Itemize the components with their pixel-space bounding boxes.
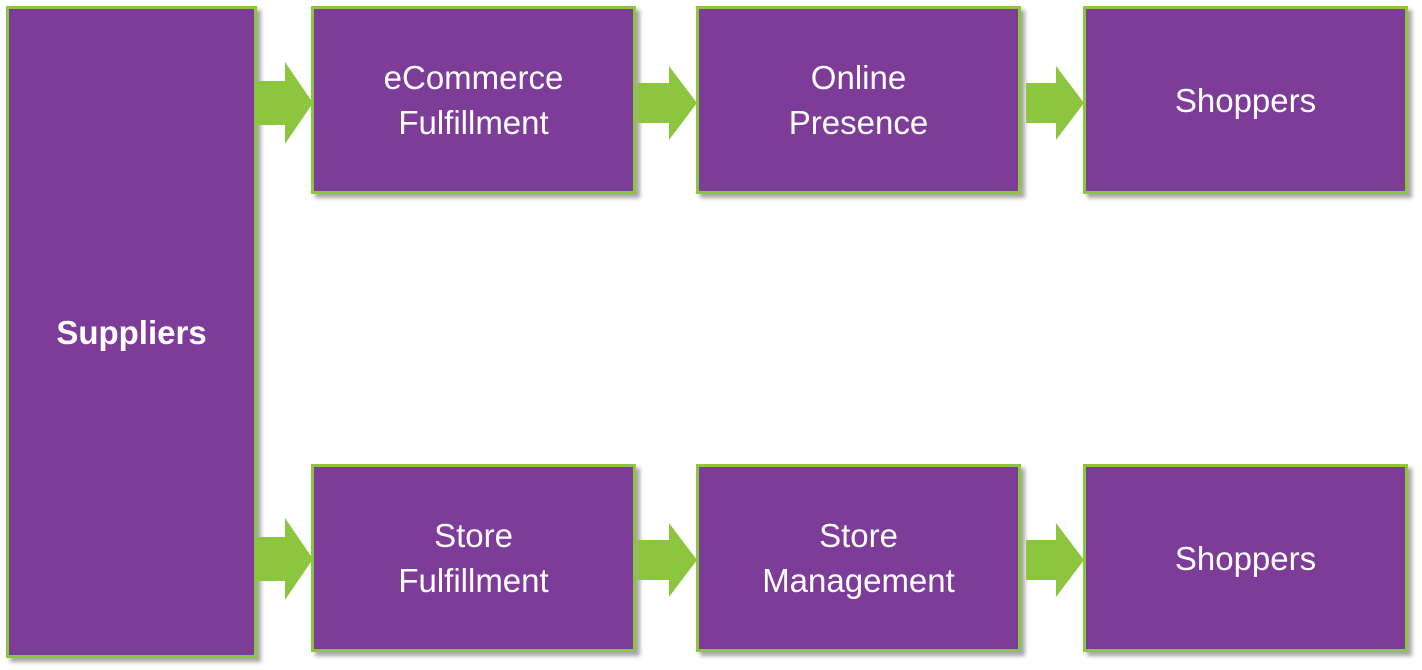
online-presence-label: Online Presence bbox=[788, 59, 929, 141]
store-management-box: Store Management bbox=[696, 464, 1021, 652]
suppliers-box: Suppliers bbox=[6, 6, 257, 658]
store-management-label: Store Management bbox=[762, 517, 955, 599]
arrow-right-icon bbox=[1026, 523, 1084, 597]
arrow-right-icon bbox=[257, 62, 313, 144]
ecommerce-fulfillment-box: eCommerce Fulfillment bbox=[311, 6, 636, 194]
shoppers-online-label: Shoppers bbox=[1174, 81, 1317, 119]
shoppers-store-box: Shoppers bbox=[1083, 464, 1408, 652]
arrow-right-icon bbox=[257, 518, 313, 600]
shoppers-store-label: Shoppers bbox=[1174, 539, 1317, 577]
arrow-right-icon bbox=[637, 523, 697, 597]
shoppers-online-box: Shoppers bbox=[1083, 6, 1408, 194]
arrow-right-icon bbox=[1026, 66, 1084, 140]
ecommerce-fulfillment-label: eCommerce Fulfillment bbox=[383, 59, 564, 141]
store-fulfillment-label: Store Fulfillment bbox=[398, 517, 549, 599]
suppliers-label: Suppliers bbox=[56, 313, 207, 351]
online-presence-box: Online Presence bbox=[696, 6, 1021, 194]
store-fulfillment-box: Store Fulfillment bbox=[311, 464, 636, 652]
arrow-right-icon bbox=[637, 66, 697, 140]
